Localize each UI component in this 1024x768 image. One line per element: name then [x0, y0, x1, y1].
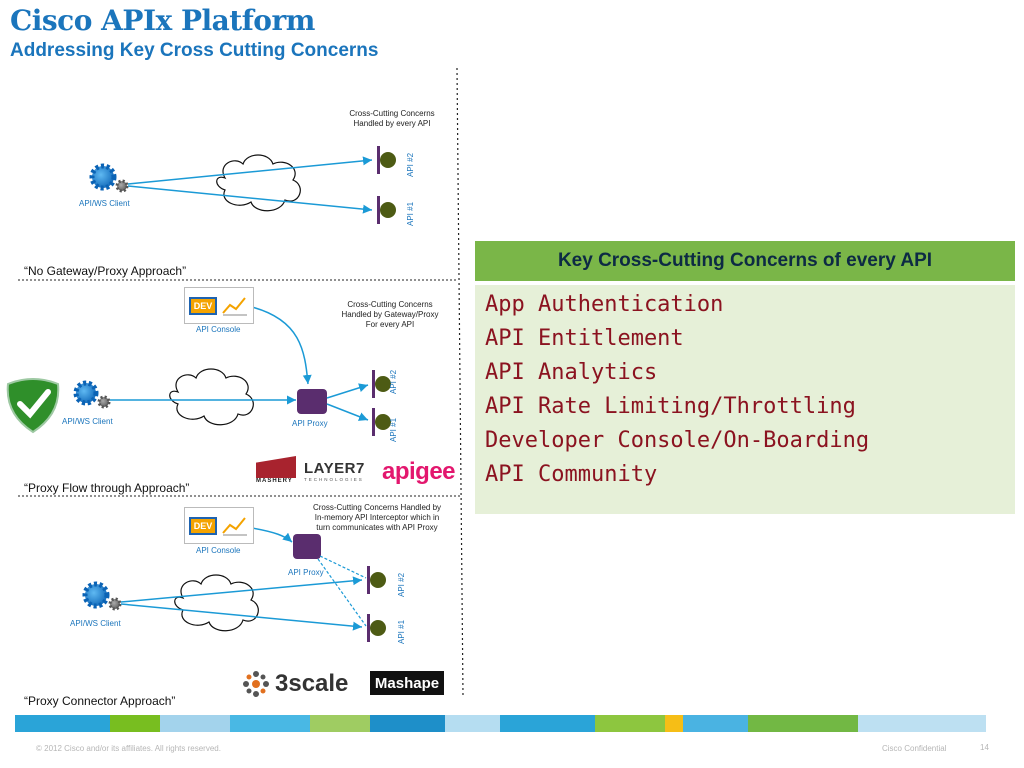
page-subtitle: Addressing Key Cross Cutting Concerns — [10, 40, 379, 61]
analytics-chart-icon-2 — [222, 516, 248, 535]
concern-item: API Entitlement — [485, 326, 684, 351]
api-2-label: API #2 — [406, 152, 415, 177]
api-proxy-box — [297, 389, 327, 414]
client-label: API/WS Client — [79, 199, 130, 208]
api-console-icon: DEV — [184, 287, 254, 324]
concern-item: App Authentication — [485, 292, 724, 317]
page-number: 14 — [980, 743, 989, 752]
api-console-icon-2: DEV — [184, 507, 254, 544]
cloud-icon-2 — [169, 368, 254, 426]
decorative-color-bar — [15, 715, 986, 732]
api-proxy-label: API Proxy — [292, 419, 328, 428]
dev-badge-2: DEV — [188, 516, 218, 535]
dev-badge: DEV — [188, 296, 218, 315]
mashery-logo: MASHERY — [256, 456, 300, 490]
client-label-3: API/WS Client — [70, 619, 121, 628]
api-1-label: API #1 — [406, 201, 415, 226]
approach-label-proxy-flow: “Proxy Flow through Approach” — [24, 481, 190, 495]
client-label-2: API/WS Client — [62, 417, 113, 426]
client-gear-icon — [89, 163, 129, 193]
api-1-label-3: API #1 — [397, 619, 406, 644]
client-gear-icon-2 — [73, 380, 111, 409]
api-2-label-2: API #2 — [389, 369, 398, 394]
footer-copyright: © 2012 Cisco and/or its affiliates. All … — [36, 744, 221, 753]
vertical-divider — [456, 67, 464, 697]
mashape-logo: Mashape — [370, 671, 444, 695]
footer-confidential: Cisco Confidential — [882, 744, 947, 753]
client-gear-icon-3 — [82, 581, 122, 611]
api-proxy-label-2: API Proxy — [288, 568, 324, 577]
api-2-label-3: API #2 — [397, 572, 406, 597]
concerns-list: App Authentication API Entitlement API A… — [475, 285, 1015, 514]
concern-note-2: Cross-Cutting Concerns Handled by Gatewa… — [341, 300, 439, 329]
concern-note-1: Cross-Cutting Concerns Handled by every … — [349, 109, 435, 128]
api-console-label-2: API Console — [196, 546, 241, 555]
analytics-chart-icon — [222, 296, 248, 315]
concerns-heading: Key Cross-Cutting Concerns of every API — [475, 241, 1015, 281]
concern-item: API Community — [485, 462, 658, 487]
3scale-dots-icon — [243, 671, 269, 697]
concern-item: API Analytics — [485, 360, 658, 385]
concern-note-3: Cross-Cutting Concerns Handled by In-mem… — [312, 503, 442, 532]
3scale-logo: 3scale — [240, 668, 348, 700]
concern-item: API Rate Limiting/Throttling — [485, 394, 856, 419]
api-1-label-2: API #1 — [389, 417, 398, 442]
concern-item: Developer Console/On-Boarding — [485, 428, 870, 453]
approach-label-proxy-connector: “Proxy Connector Approach” — [24, 694, 176, 708]
api-proxy-box-2 — [293, 534, 321, 559]
api-console-label: API Console — [196, 325, 241, 334]
shield-check-icon — [6, 378, 60, 434]
apigee-logo: apigee — [382, 458, 456, 485]
layer7-logo: LAYER7 TECHNOLOGIES — [304, 460, 365, 482]
page-title: Cisco APIx Platform — [10, 4, 315, 37]
cloud-icon-3 — [174, 574, 259, 632]
approach-label-no-gateway: “No Gateway/Proxy Approach” — [24, 264, 187, 278]
